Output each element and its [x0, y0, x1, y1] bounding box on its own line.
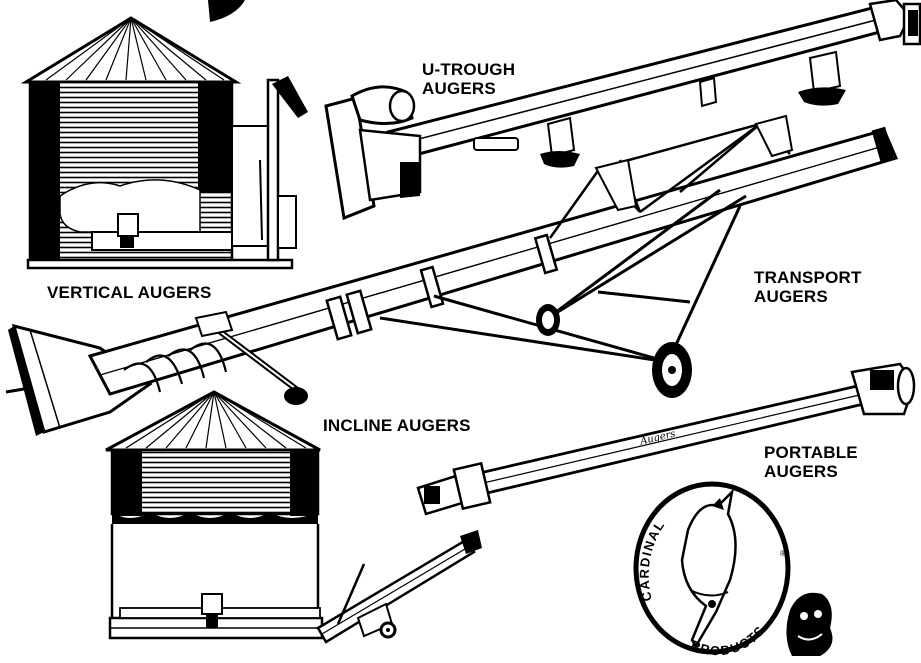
- vertical-augers-text: VERTICAL AUGERS: [47, 283, 212, 302]
- cardinal-products-badge: CARDINAL PRODUCTS ®: [633, 481, 791, 658]
- transport-line1: TRANSPORT: [754, 268, 862, 287]
- u-trough-augers-label: U-TROUGH AUGERS: [422, 60, 515, 98]
- incline-auger-bin: [105, 390, 482, 644]
- top-arc-decoration: [208, 0, 245, 22]
- transport-augers-label: TRANSPORT AUGERS: [754, 268, 862, 306]
- vertical-auger-bin: [20, 16, 308, 270]
- portable-line1: PORTABLE: [764, 443, 858, 462]
- transport-auger: [5, 114, 899, 436]
- vertical-augers-label: VERTICAL AUGERS: [47, 283, 212, 302]
- portable-line2: AUGERS: [764, 462, 838, 481]
- u-trough-line2: AUGERS: [422, 79, 496, 98]
- portable-augers-label: PORTABLE AUGERS: [764, 443, 858, 481]
- badge-trademark: ®: [780, 549, 786, 558]
- transport-line2: AUGERS: [754, 287, 828, 306]
- incline-augers-text: INCLINE AUGERS: [323, 416, 471, 435]
- incline-augers-label: INCLINE AUGERS: [323, 416, 471, 435]
- mascot-icon: [786, 592, 833, 656]
- u-trough-auger: [324, 0, 921, 221]
- u-trough-line1: U-TROUGH: [422, 60, 516, 79]
- portable-auger: Augers: [416, 362, 916, 516]
